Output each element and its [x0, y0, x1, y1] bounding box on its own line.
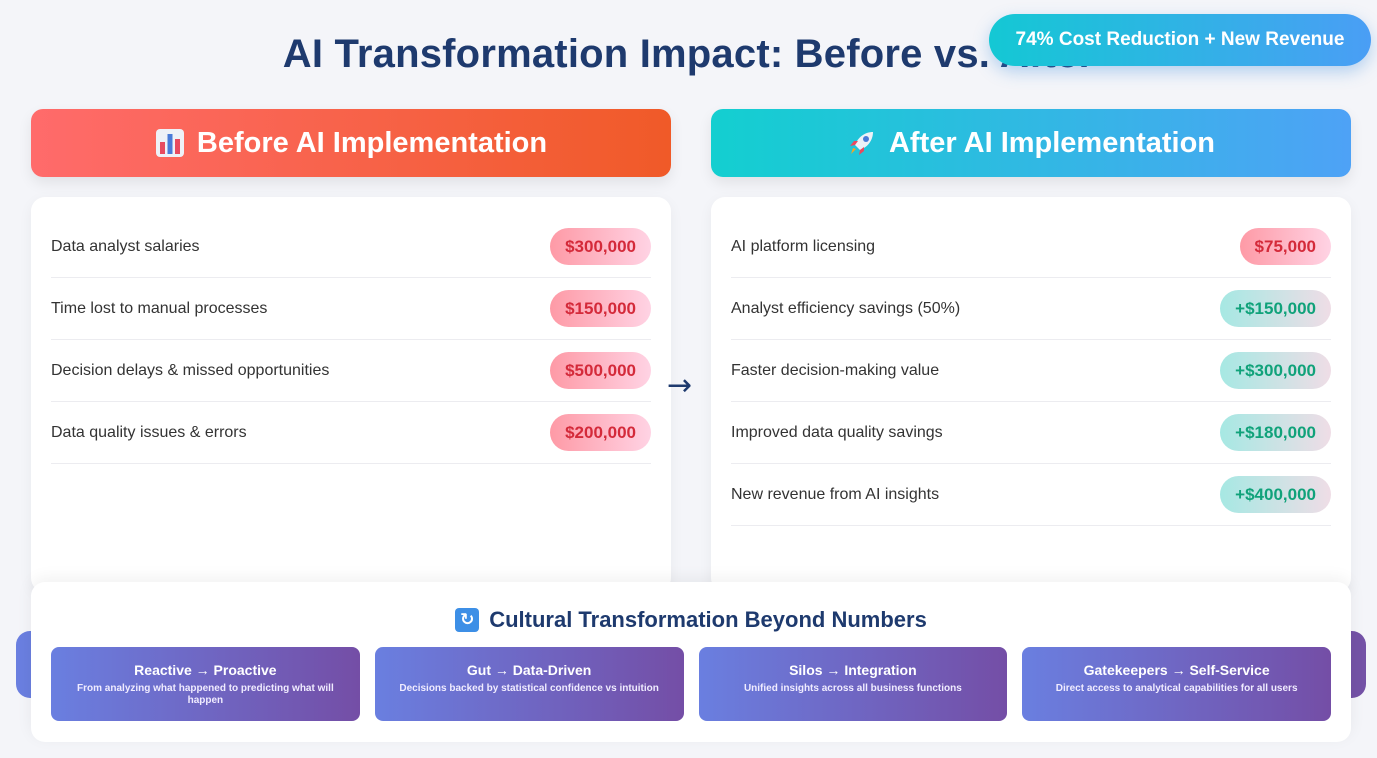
culture-tile: Gut → Data-Driven Decisions backed by st… [374, 647, 684, 721]
gain-value: +$400,000 [1220, 476, 1331, 513]
tile-title: Reactive → Proactive [134, 662, 277, 678]
list-item: Improved data quality savings +$180,000 [731, 402, 1331, 464]
list-item: New revenue from AI insights +$400,000 [731, 464, 1331, 526]
before-header-label: Before AI Implementation [196, 126, 548, 159]
gain-value: +$180,000 [1220, 414, 1331, 451]
culture-title-label: Cultural Transformation Beyond Numbers [489, 607, 927, 632]
culture-tile: Reactive → Proactive From analyzing what… [51, 647, 360, 721]
culture-tiles: Reactive → Proactive From analyzing what… [51, 647, 1331, 721]
item-label: Decision delays & missed opportunities [51, 361, 330, 379]
item-label: Data analyst salaries [51, 237, 200, 255]
cost-value: $75,000 [1239, 228, 1331, 265]
refresh-icon: ↻ [455, 608, 480, 632]
list-item: Data quality issues & errors $200,000 [51, 402, 651, 464]
gain-value: +$300,000 [1220, 352, 1331, 389]
before-cost-list: Data analyst salaries $300,000 Time lost… [31, 197, 671, 592]
rocket-icon [849, 132, 873, 155]
item-label: Data quality issues & errors [51, 423, 247, 441]
item-label: Faster decision-making value [731, 361, 940, 379]
item-label: Analyst efficiency savings (50%) [731, 299, 961, 317]
gain-value: +$150,000 [1220, 290, 1331, 327]
item-label: AI platform licensing [731, 237, 876, 255]
list-item: AI platform licensing $75,000 [731, 216, 1331, 278]
page-title: AI Transformation Impact: Before vs. Aft… [282, 32, 1095, 76]
cost-value: $200,000 [550, 414, 651, 451]
cultural-transformation-panel: ↻ Cultural Transformation Beyond Numbers… [31, 582, 1351, 742]
tile-desc: From analyzing what happened to predicti… [77, 683, 334, 706]
item-label: Time lost to manual processes [51, 299, 268, 317]
list-item: Decision delays & missed opportunities $… [51, 340, 651, 402]
tile-desc: Decisions backed by statistical confiden… [399, 683, 659, 694]
after-header: After AI Implementation [711, 109, 1351, 177]
list-item: Data analyst salaries $300,000 [51, 216, 651, 278]
item-label: New revenue from AI insights [731, 485, 940, 503]
list-item: Time lost to manual processes $150,000 [51, 278, 651, 340]
culture-tile: Silos → Integration Unified insights acr… [698, 647, 1008, 721]
culture-tile: Gatekeepers → Self-Service Direct access… [1022, 647, 1331, 721]
tile-desc: Direct access to analytical capabilities… [1055, 683, 1298, 694]
list-item: Analyst efficiency savings (50%) +$150,0… [731, 278, 1331, 340]
after-header-label: After AI Implementation [888, 126, 1215, 159]
cost-value: $150,000 [550, 290, 651, 327]
culture-title: ↻ Cultural Transformation Beyond Numbers [31, 607, 1351, 633]
bar-chart-icon [155, 129, 184, 157]
item-label: Improved data quality savings [731, 423, 943, 441]
tile-title: Gatekeepers → Self-Service [1083, 662, 1270, 678]
before-header: Before AI Implementation [31, 109, 671, 177]
tile-title: Silos → Integration [789, 662, 917, 678]
after-value-list: AI platform licensing $75,000 Analyst ef… [711, 197, 1351, 592]
arrow-icon: → [667, 368, 693, 403]
cost-reduction-badge: 74% Cost Reduction + New Revenue [989, 14, 1371, 66]
cost-value: $300,000 [550, 228, 651, 265]
cost-value: $500,000 [550, 352, 651, 389]
tile-desc: Unified insights across all business fun… [743, 683, 962, 694]
tile-title: Gut → Data-Driven [466, 662, 592, 678]
list-item: Faster decision-making value +$300,000 [731, 340, 1331, 402]
